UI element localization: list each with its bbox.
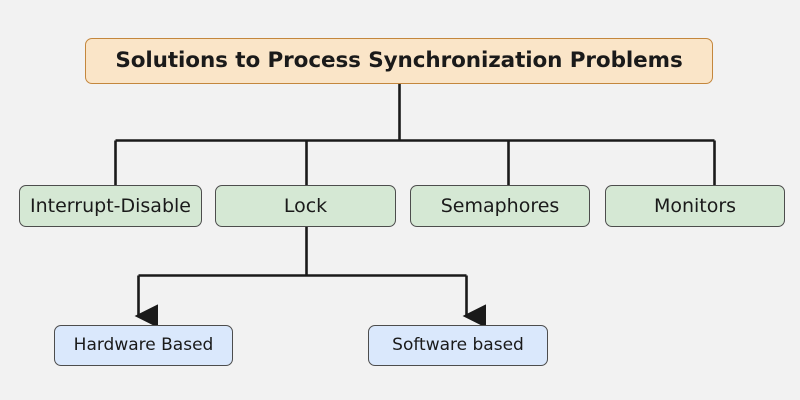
node-semaphores-label: Semaphores: [440, 194, 560, 217]
node-root[interactable]: Solutions to Process Synchronization Pro…: [85, 38, 713, 84]
node-interrupt-disable-label: Interrupt-Disable: [30, 194, 191, 217]
node-hardware-based-label: Hardware Based: [73, 335, 214, 356]
node-software-based[interactable]: Software based: [368, 325, 548, 366]
node-lock-label: Lock: [283, 194, 328, 217]
node-semaphores[interactable]: Semaphores: [410, 185, 590, 227]
node-interrupt-disable[interactable]: Interrupt-Disable: [19, 185, 202, 227]
node-root-label: Solutions to Process Synchronization Pro…: [115, 48, 683, 74]
node-monitors[interactable]: Monitors: [605, 185, 785, 227]
node-software-based-label: Software based: [392, 335, 524, 356]
node-monitors-label: Monitors: [653, 194, 737, 217]
node-hardware-based[interactable]: Hardware Based: [54, 325, 233, 366]
node-lock[interactable]: Lock: [215, 185, 396, 227]
